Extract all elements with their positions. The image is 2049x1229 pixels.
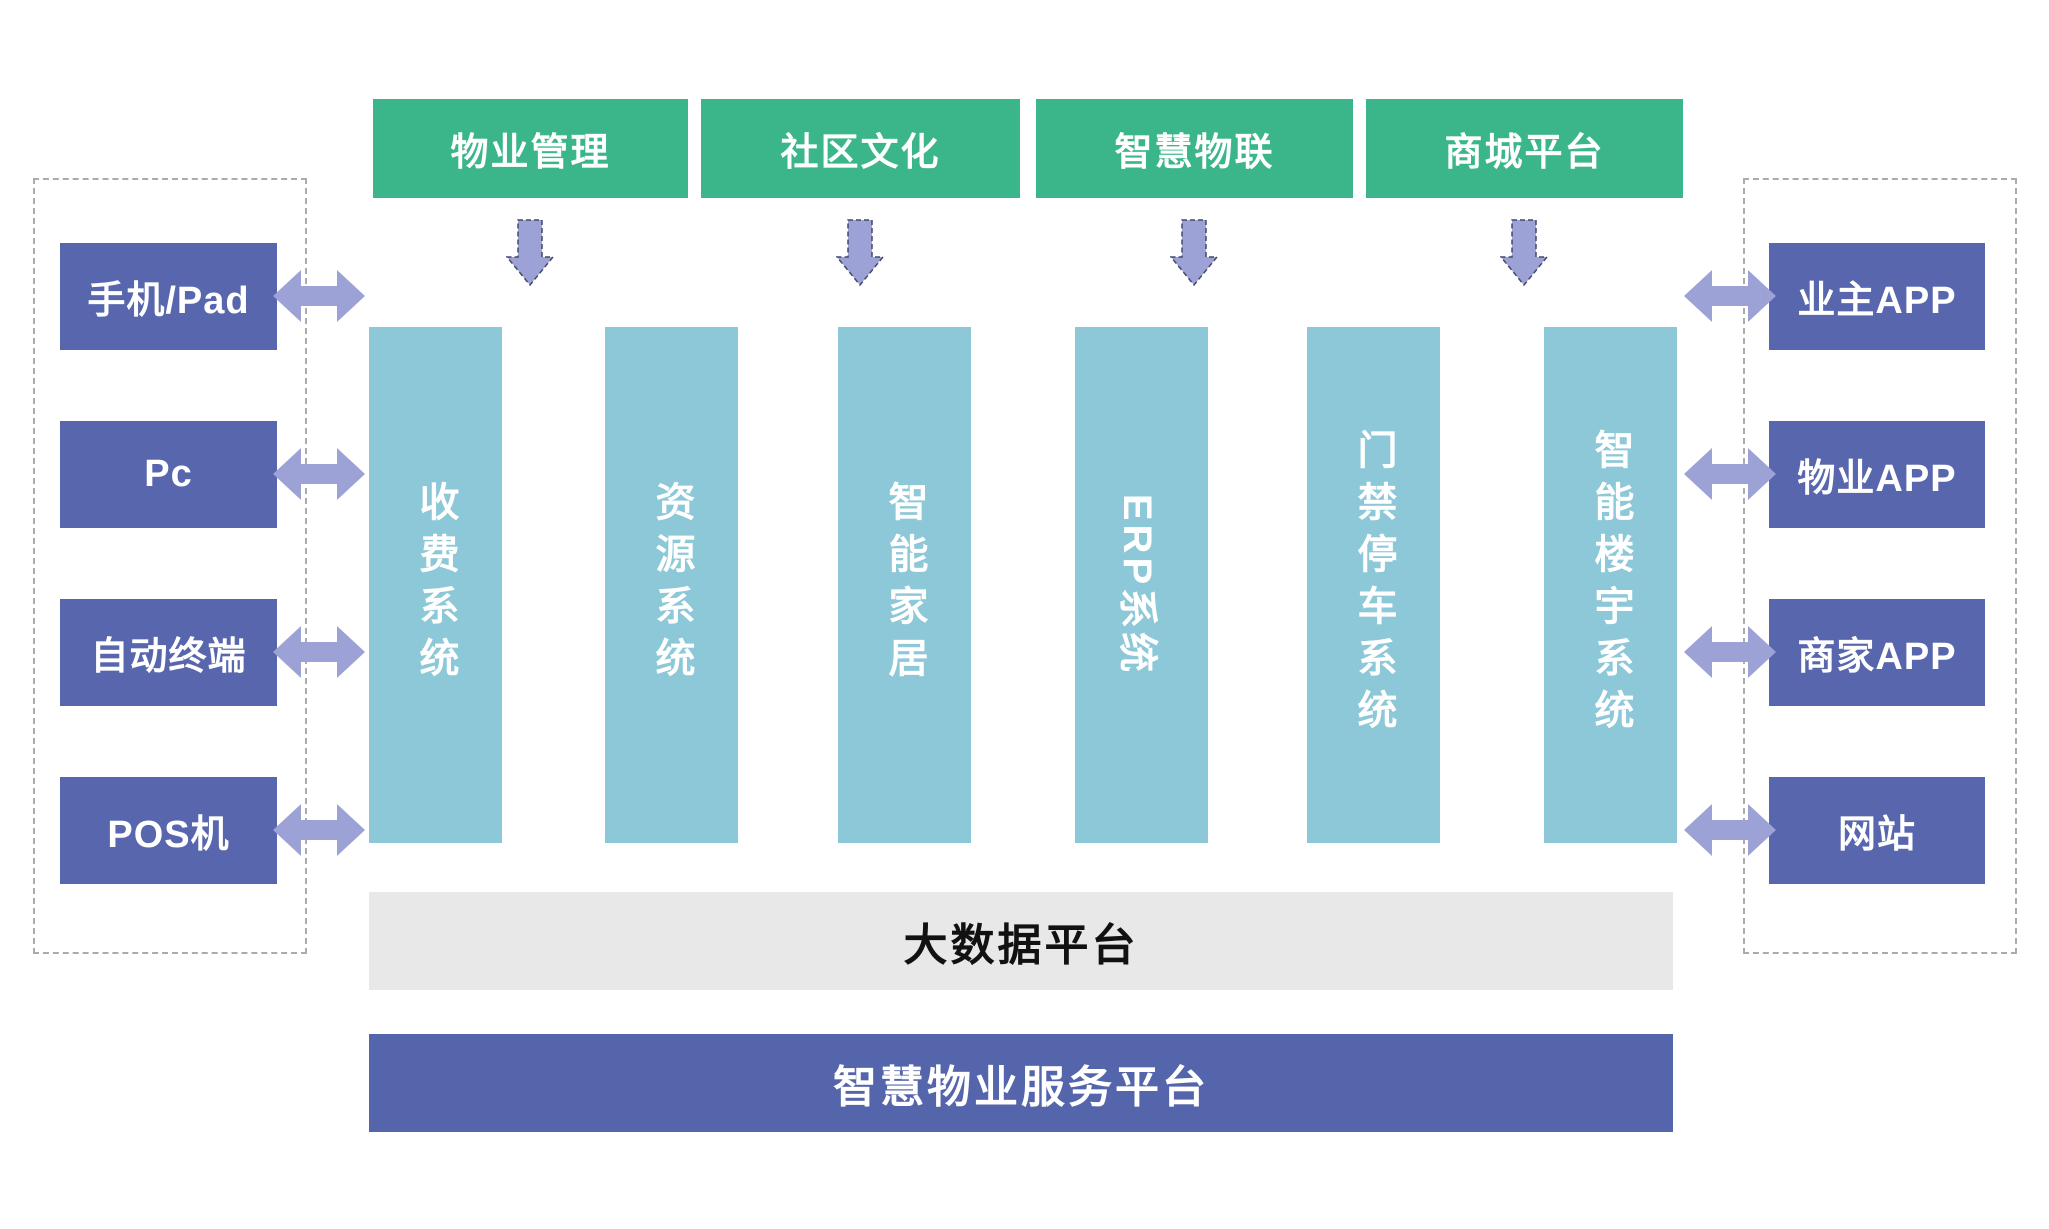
system-column-label: ERP系统: [1115, 493, 1160, 677]
down-arrow-icon: [1500, 219, 1548, 287]
system-column-smart-home: 智能家居: [838, 327, 971, 843]
system-column-label: 门禁停车系统: [1351, 429, 1396, 741]
left-right-double-arrow-icon: [273, 798, 365, 862]
smart-property-service-platform-bar: 智慧物业服务平台: [369, 1034, 1673, 1132]
system-column-resources: 资源系统: [605, 327, 738, 843]
left-right-double-arrow-icon: [1684, 264, 1776, 328]
left-right-double-arrow-icon: [273, 442, 365, 506]
system-column-billing: 收费系统: [369, 327, 502, 843]
big-data-platform-bar: 大数据平台: [369, 892, 1673, 990]
system-column-erp: ERP系统: [1075, 327, 1208, 843]
down-arrow-icon: [836, 219, 884, 287]
terminal-box-merchant-app: 商家APP: [1769, 599, 1985, 706]
left-right-double-arrow-icon: [1684, 798, 1776, 862]
system-column-smart-building: 智能楼宇系统: [1544, 327, 1677, 843]
left-right-double-arrow-icon: [1684, 442, 1776, 506]
left-right-double-arrow-icon: [273, 264, 365, 328]
terminal-box-mobile-pad: 手机/Pad: [60, 243, 277, 350]
terminal-box-property-app: 物业APP: [1769, 421, 1985, 528]
module-box-community-culture: 社区文化: [701, 99, 1020, 198]
module-box-property-management: 物业管理: [373, 99, 688, 198]
terminal-box-owner-app: 业主APP: [1769, 243, 1985, 350]
terminal-box-auto-terminal: 自动终端: [60, 599, 277, 706]
system-column-label: 收费系统: [413, 481, 458, 689]
system-column-label: 智能家居: [882, 481, 927, 689]
left-terminals-frame: [33, 178, 307, 954]
right-terminals-frame: [1743, 178, 2017, 954]
left-right-double-arrow-icon: [273, 620, 365, 684]
system-column-label: 资源系统: [649, 481, 694, 689]
down-arrow-icon: [506, 219, 554, 287]
left-right-double-arrow-icon: [1684, 620, 1776, 684]
terminal-box-pos: POS机: [60, 777, 277, 884]
down-arrow-icon: [1170, 219, 1218, 287]
module-box-smart-iot: 智慧物联: [1036, 99, 1353, 198]
module-box-mall-platform: 商城平台: [1366, 99, 1683, 198]
terminal-box-website: 网站: [1769, 777, 1985, 884]
system-column-access-parking: 门禁停车系统: [1307, 327, 1440, 843]
system-column-label: 智能楼宇系统: [1588, 429, 1633, 741]
terminal-box-pc: Pc: [60, 421, 277, 528]
